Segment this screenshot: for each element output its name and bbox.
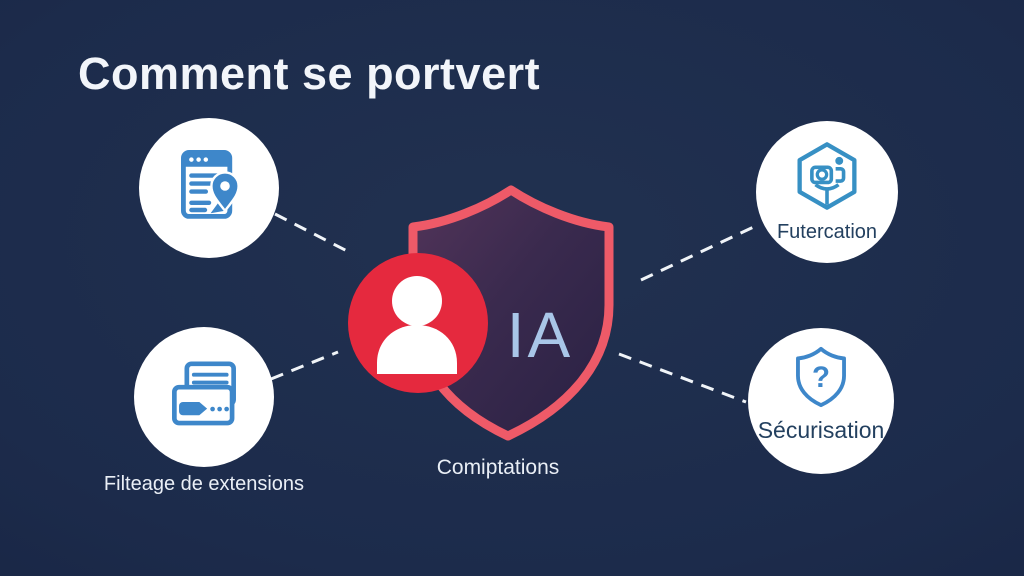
connector-bottom-right	[618, 352, 747, 404]
node-bottom-right: ? Sécurisation	[748, 328, 894, 474]
hexagon-camera-icon	[791, 139, 863, 218]
question-mark-glyph: ?	[812, 361, 830, 394]
webpage-location-pin-icon	[169, 143, 249, 234]
connector-bottom-left	[270, 350, 339, 381]
connector-top-right	[640, 222, 761, 282]
node-label-top-right: Futercation	[776, 221, 878, 243]
documents-filter-tag-icon	[163, 356, 245, 439]
page-title: Comment se portvert	[78, 48, 541, 99]
node-bottom-left	[134, 327, 274, 467]
shield-ia-label: IA	[507, 299, 573, 371]
node-top-right: Futercation	[756, 121, 898, 263]
connector-top-left	[274, 212, 350, 254]
center-caption: Comiptations	[436, 456, 560, 479]
shield-question-icon: ?	[789, 343, 853, 416]
user-avatar-icon	[348, 253, 488, 393]
node-top-left	[139, 118, 279, 258]
node-label-bottom-right: Sécurisation	[757, 417, 885, 443]
bottom-left-caption: Filteage de extensions	[103, 473, 305, 495]
